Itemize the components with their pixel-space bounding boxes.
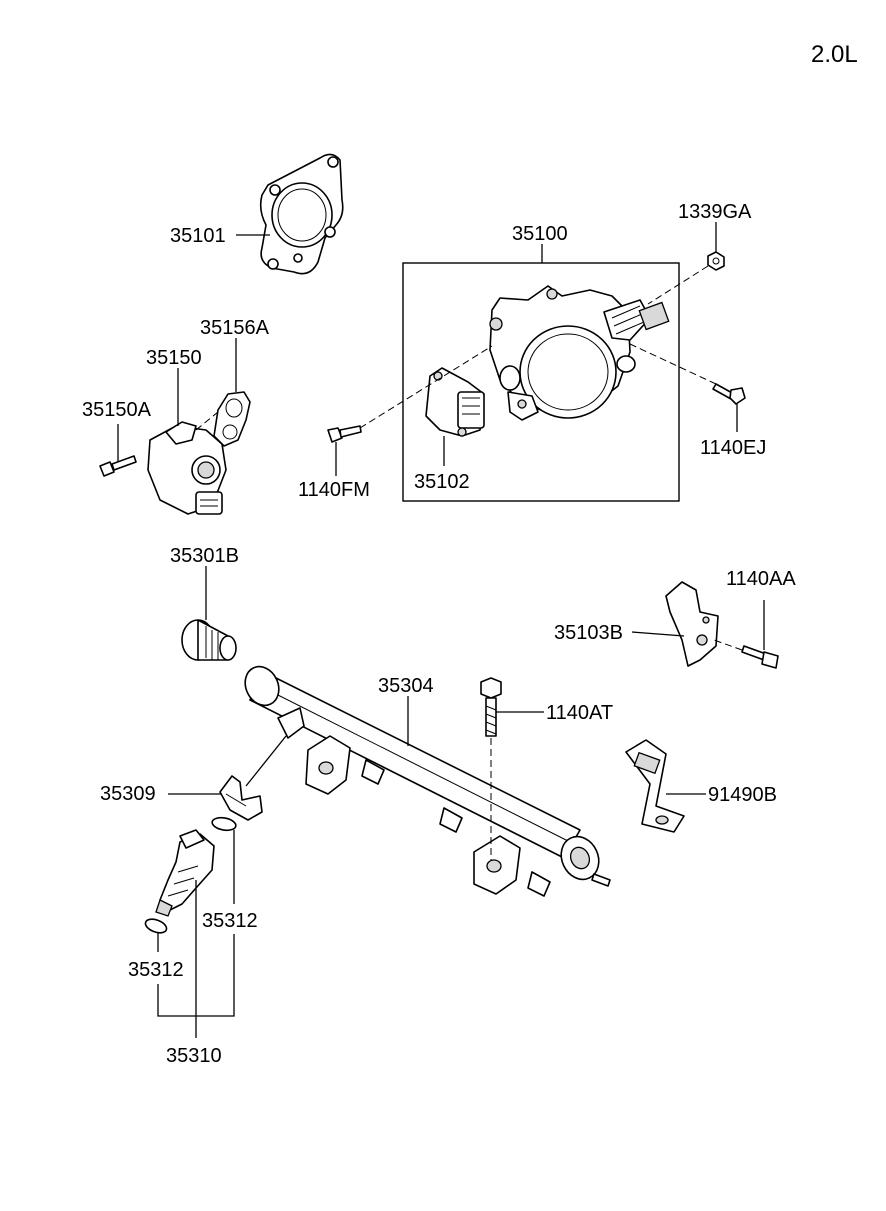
label-1140AT: 1140AT [546,702,613,724]
label-1140FM: 1140FM [298,479,370,501]
label-35150: 35150 [146,347,202,369]
part-35100-throttle-body[interactable] [489,285,670,421]
label-35310: 35310 [166,1045,222,1067]
part-35150A-bolt[interactable] [99,455,137,477]
part-1140EJ-bolt[interactable] [712,383,746,405]
label-35309: 35309 [100,783,156,805]
label-1339GA: 1339GA [678,201,752,223]
label-35103B: 35103B [554,622,623,644]
part-1140AT-bolt[interactable] [480,677,502,737]
label-91490B: 91490B [708,784,777,806]
label-35150A: 35150A [82,399,152,421]
label-35101: 35101 [170,225,226,247]
part-1339GA-nut[interactable] [707,251,725,271]
part-35103B-bracket[interactable] [665,581,719,667]
part-91490B-bracket[interactable] [625,739,685,833]
label-1140AA: 1140AA [726,568,796,590]
part-35304-fuel-rail[interactable] [239,661,611,897]
part-1140FM-bolt[interactable] [327,425,362,443]
label-35312-lower: 35312 [128,959,184,981]
part-35312-oring-lower[interactable] [144,917,169,936]
part-35101-gasket[interactable] [259,153,344,275]
label-35156A: 35156A [200,317,270,339]
part-35102-sensor[interactable] [425,367,485,437]
label-35312-upper: 35312 [202,910,258,932]
part-1140AA-bolt[interactable] [741,645,779,669]
part-35309-clip[interactable] [219,775,263,821]
part-35150-actuator[interactable] [147,421,227,515]
part-35156A-gasket[interactable] [213,391,251,447]
label-35102: 35102 [414,471,470,493]
assembly-box-35100 [402,262,680,502]
label-1140EJ: 1140EJ [700,437,766,459]
part-35310-injector[interactable] [155,829,215,917]
label-35301B: 35301B [170,545,239,567]
engine-label: 2.0L [811,41,858,68]
label-35100: 35100 [512,223,568,245]
part-35301B-regulator[interactable] [181,619,237,661]
label-35304: 35304 [378,675,434,697]
part-35312-oring-upper[interactable] [211,816,237,832]
